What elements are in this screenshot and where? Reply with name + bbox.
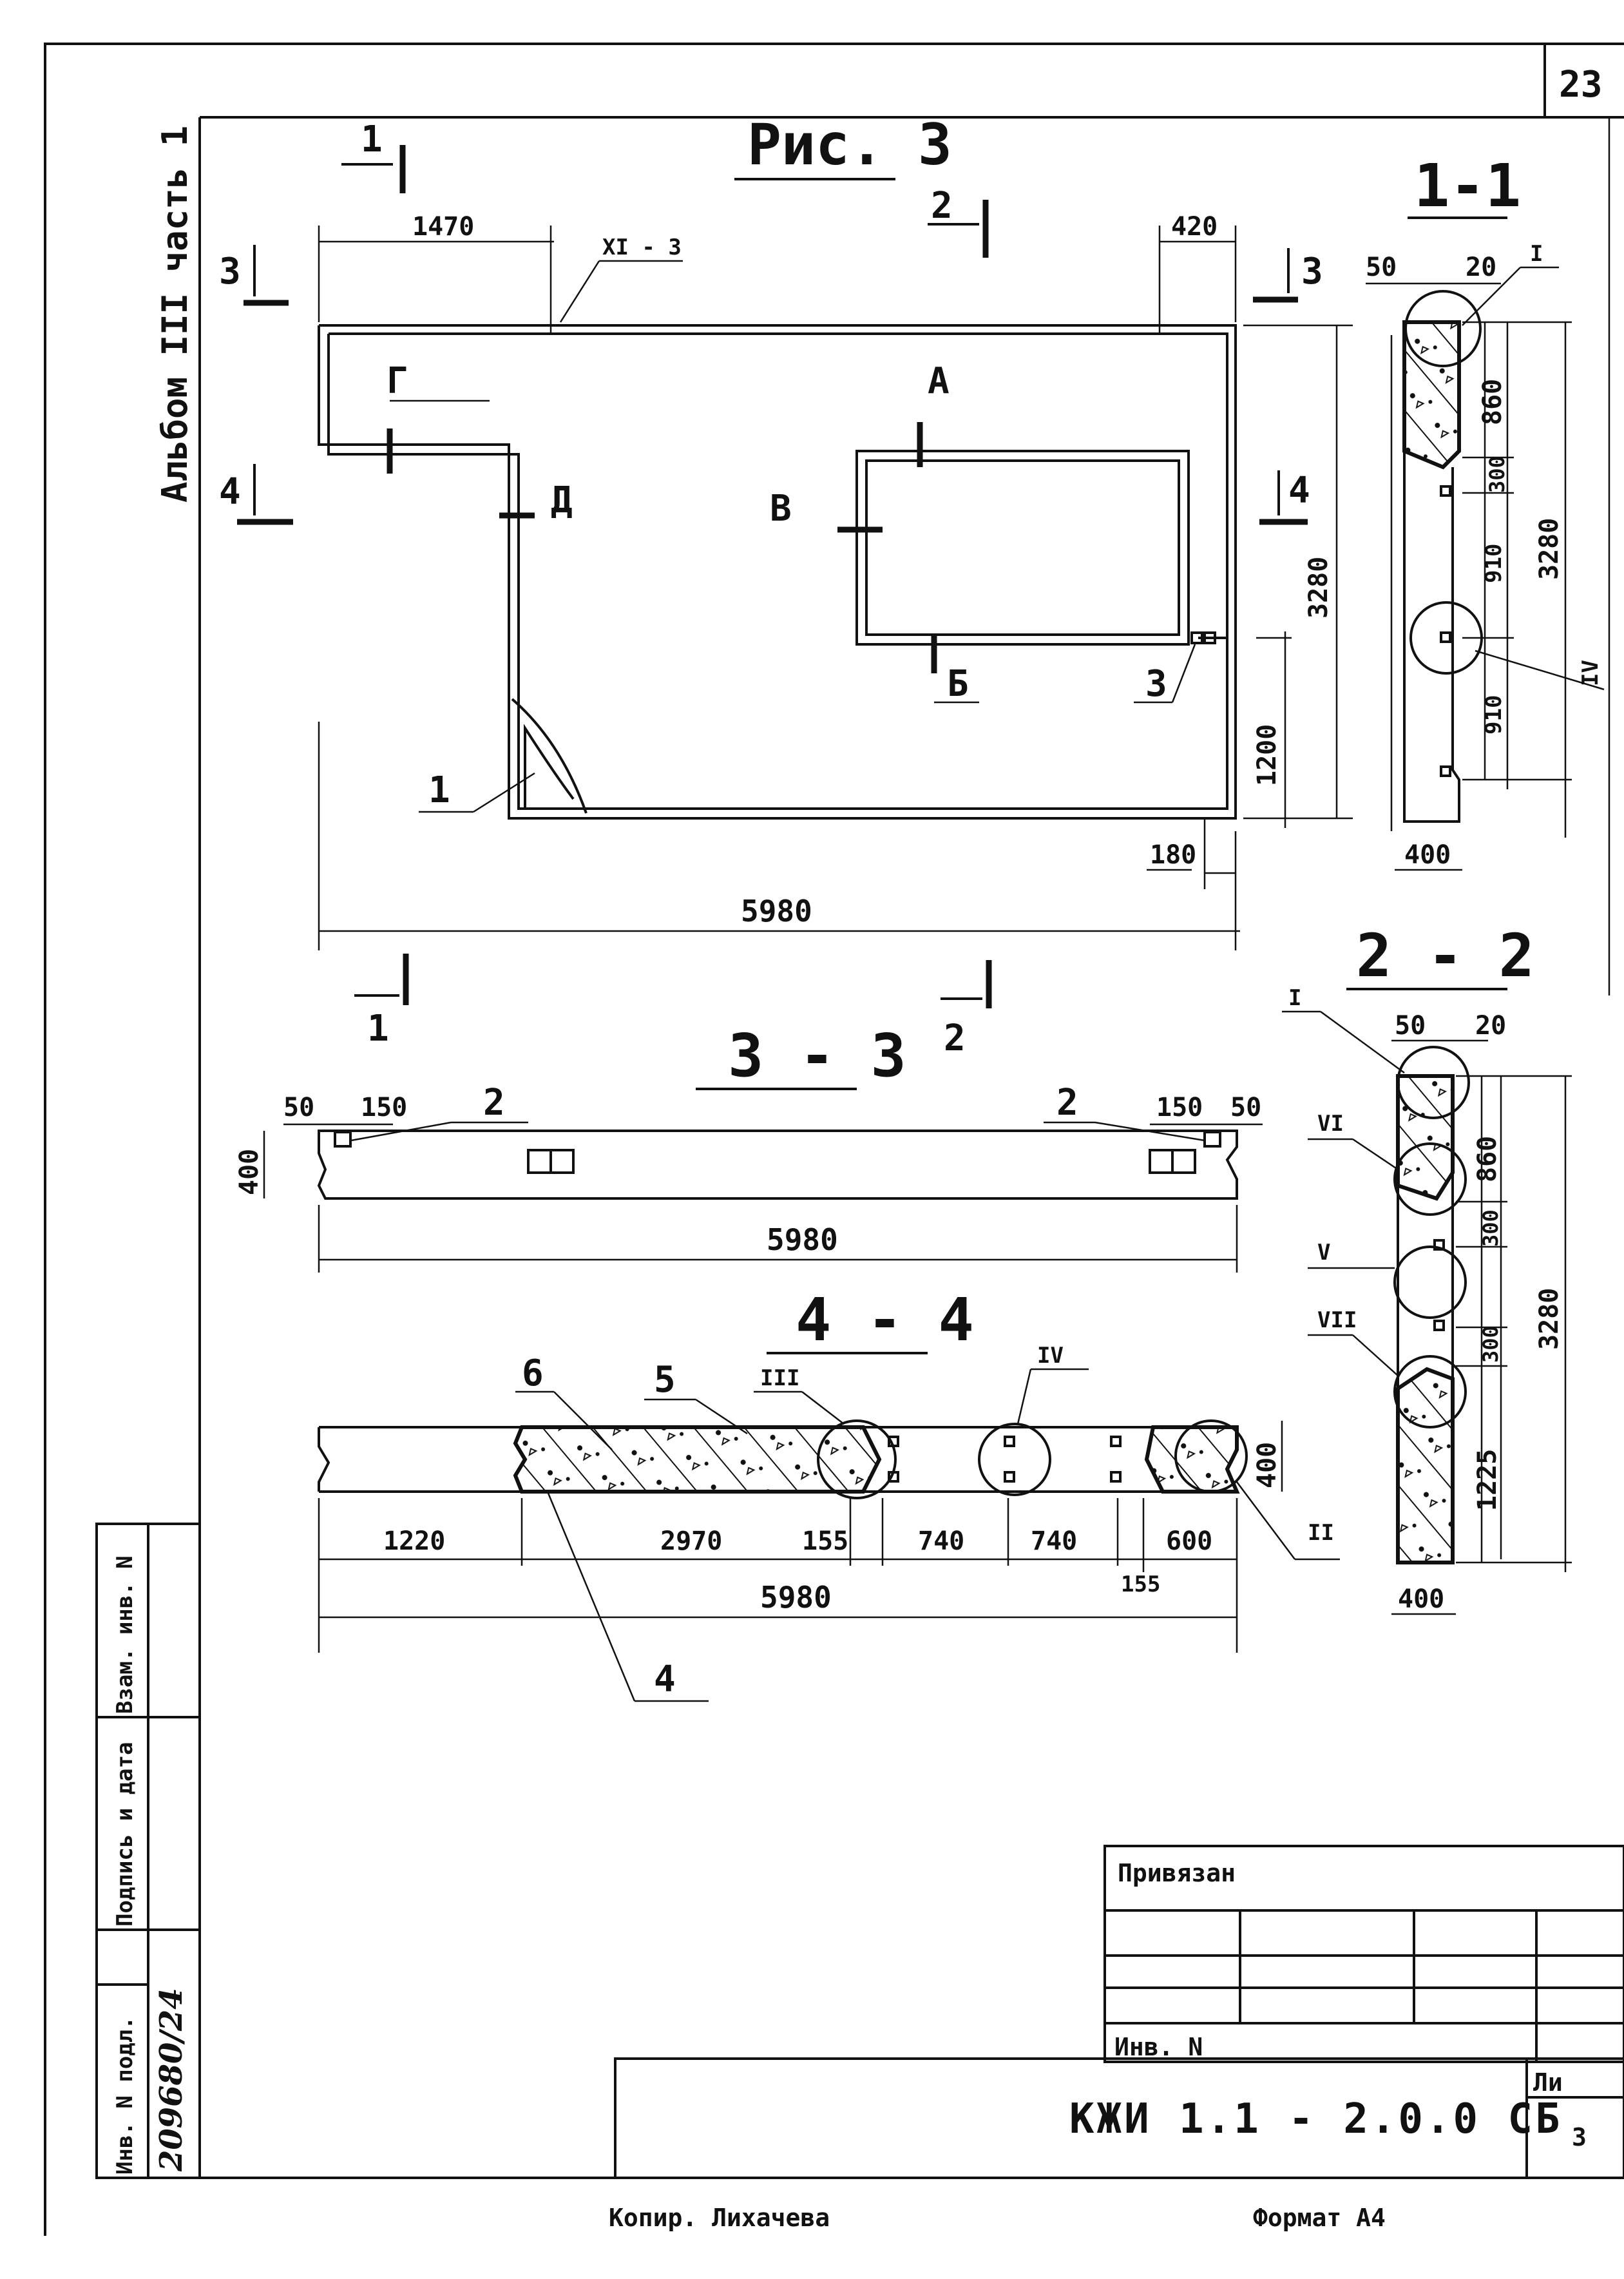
dim-2-2-20: 20 — [1475, 1011, 1506, 1041]
section-2-2-title: 2 - 2 — [1356, 921, 1534, 990]
dim-4-4-1220: 1220 — [383, 1526, 445, 1556]
dim-2-2-300b: 300 — [1478, 1325, 1503, 1363]
dim-1200-plan: 1200 — [1252, 724, 1282, 786]
plan-view — [318, 324, 1237, 820]
dim-1-1-910a: 910 — [1481, 544, 1507, 583]
dim-2-2-1225: 1225 — [1473, 1449, 1502, 1511]
dim-1-1-400: 400 — [1404, 840, 1451, 870]
node-1-1-iv: IV — [1578, 660, 1603, 686]
label-vzam-inv: Взам. инв. N — [112, 1555, 138, 1714]
callout-4-4-4: 4 — [654, 1659, 676, 1700]
node-xi-3: XI - 3 — [602, 235, 682, 260]
mark-1-bottom: 1 — [367, 1008, 389, 1050]
figure-title: Рис. 3 — [747, 111, 952, 178]
plan-letter-b: Б — [947, 663, 969, 705]
copied-by: Копир. Лихачева — [609, 2204, 830, 2232]
plan-callout-3: 3 — [1145, 663, 1167, 705]
node-1-1-i: I — [1530, 241, 1543, 267]
callout-3-3-2a: 2 — [483, 1082, 505, 1124]
dim-4-4-740b: 740 — [1031, 1526, 1077, 1556]
node-2-2-v: V — [1317, 1240, 1330, 1265]
plan-letter-d: Д — [551, 479, 573, 521]
node-4-4-ii: II — [1308, 1520, 1334, 1546]
callout-4-4-6: 6 — [522, 1352, 544, 1394]
dim-1-1-910b: 910 — [1481, 695, 1507, 735]
section-4-4-title: 4 - 4 — [796, 1285, 974, 1354]
dim-3280-plan: 3280 — [1304, 557, 1333, 619]
album-label: Альбом III часть 1 — [155, 126, 195, 503]
label-podpis-data: Подпись и дата — [112, 1742, 138, 1927]
node-2-2-vii: VII — [1317, 1307, 1357, 1333]
dim-1470: 1470 — [412, 212, 474, 242]
dim-4-4-5980: 5980 — [760, 1580, 832, 1615]
mark-2-bottom: 2 — [944, 1017, 966, 1059]
plan-letter-a: А — [928, 360, 950, 402]
dim-3-3-150b: 150 — [1156, 1093, 1203, 1122]
dim-4-4-155b: 155 — [1121, 1572, 1160, 1597]
callout-4-4-5: 5 — [654, 1359, 676, 1401]
node-2-2-i: I — [1288, 985, 1301, 1011]
dim-4-4-740a: 740 — [918, 1526, 964, 1556]
dim-180-plan: 180 — [1150, 840, 1196, 870]
dim-1-1-300: 300 — [1485, 456, 1509, 493]
plan-dimensions: 1470 XI - 3 420 5980 3280 1200 180 — [318, 212, 1353, 950]
dim-3-3-5980: 5980 — [767, 1222, 838, 1257]
title-block: Привязан Инв. N КЖИ 1.1 - 2.0.0 СБ Ли 3 — [614, 1845, 1624, 2179]
dim-2-2-50: 50 — [1395, 1011, 1426, 1041]
mark-1-top: 1 — [361, 119, 383, 160]
dim-5980-plan: 5980 — [741, 894, 812, 928]
dim-3-3-150a: 150 — [361, 1093, 407, 1122]
dim-3-3-50a: 50 — [283, 1093, 314, 1122]
inv-label: Инв. N — [1114, 2033, 1203, 2061]
sheet-label: Ли — [1533, 2068, 1563, 2097]
page-number: 23 — [1559, 64, 1602, 106]
dim-420: 420 — [1171, 212, 1218, 242]
left-stamp: Инв. N подл. Подпись и дата Взам. инв. N… — [95, 1523, 201, 2179]
document-code: КЖИ 1.1 - 2.0.0 СБ — [1069, 2095, 1563, 2143]
callout-3-3-2b: 2 — [1056, 1082, 1078, 1124]
dim-1-1-20: 20 — [1466, 253, 1496, 282]
dim-4-4-600: 600 — [1166, 1526, 1212, 1556]
dim-4-4-400: 400 — [1252, 1442, 1282, 1488]
dim-2-2-300a: 300 — [1478, 1209, 1503, 1247]
mark-4-right: 4 — [1288, 470, 1310, 512]
dim-2-2-3280: 3280 — [1534, 1288, 1564, 1350]
node-4-4-iii: III — [760, 1365, 799, 1391]
format-label: Формат А4 — [1253, 2204, 1386, 2232]
section-2-2: 2 - 2 50 20 860 300 300 1225 3280 400 I — [1282, 921, 1572, 1615]
node-4-4-iv: IV — [1037, 1343, 1064, 1369]
section-4-4: 4 - 4 400 1220 2970 155 740 740 600 15 — [318, 1285, 1340, 1702]
dim-1-1-3280: 3280 — [1534, 518, 1564, 580]
plan-section-marks: 1 2 3 3 4 4 1 2 — [219, 119, 1323, 1059]
plan-letter-g: Г — [387, 360, 408, 402]
inventory-number: 209680/24 — [153, 1988, 189, 2172]
dim-2-2-400: 400 — [1398, 1584, 1444, 1614]
bound-label: Привязан — [1118, 1859, 1236, 1887]
sheet-number: 3 — [1572, 2123, 1587, 2151]
section-1-1-title: 1-1 — [1414, 151, 1521, 220]
section-3-3-title: 3 - 3 — [728, 1021, 906, 1090]
mark-3-right: 3 — [1301, 251, 1323, 293]
sheet-frame: 23 — [44, 43, 1624, 2236]
mark-2-top: 2 — [931, 185, 953, 227]
dim-1-1-50: 50 — [1366, 253, 1397, 282]
mark-3-left: 3 — [219, 251, 241, 293]
plan-letter-v: В — [770, 488, 792, 530]
section-1-1: 1-1 50 20 860 300 910 910 3280 400 I IV — [1366, 151, 1605, 871]
mark-4-left: 4 — [219, 471, 241, 513]
label-inv-podl: Инв. N подл. — [112, 2016, 138, 2175]
dim-2-2-860: 860 — [1473, 1136, 1502, 1182]
dim-4-4-2970: 2970 — [660, 1526, 722, 1556]
dim-3-3-50b: 50 — [1230, 1093, 1261, 1122]
section-3-3: 3 - 3 50 150 150 50 400 5980 2 2 — [234, 1021, 1263, 1273]
dim-3-3-400: 400 — [234, 1149, 264, 1195]
plan-callout-1: 1 — [428, 769, 450, 811]
node-2-2-vi: VI — [1317, 1111, 1344, 1137]
dim-1-1-860: 860 — [1478, 379, 1507, 425]
dim-4-4-155a: 155 — [802, 1526, 848, 1556]
